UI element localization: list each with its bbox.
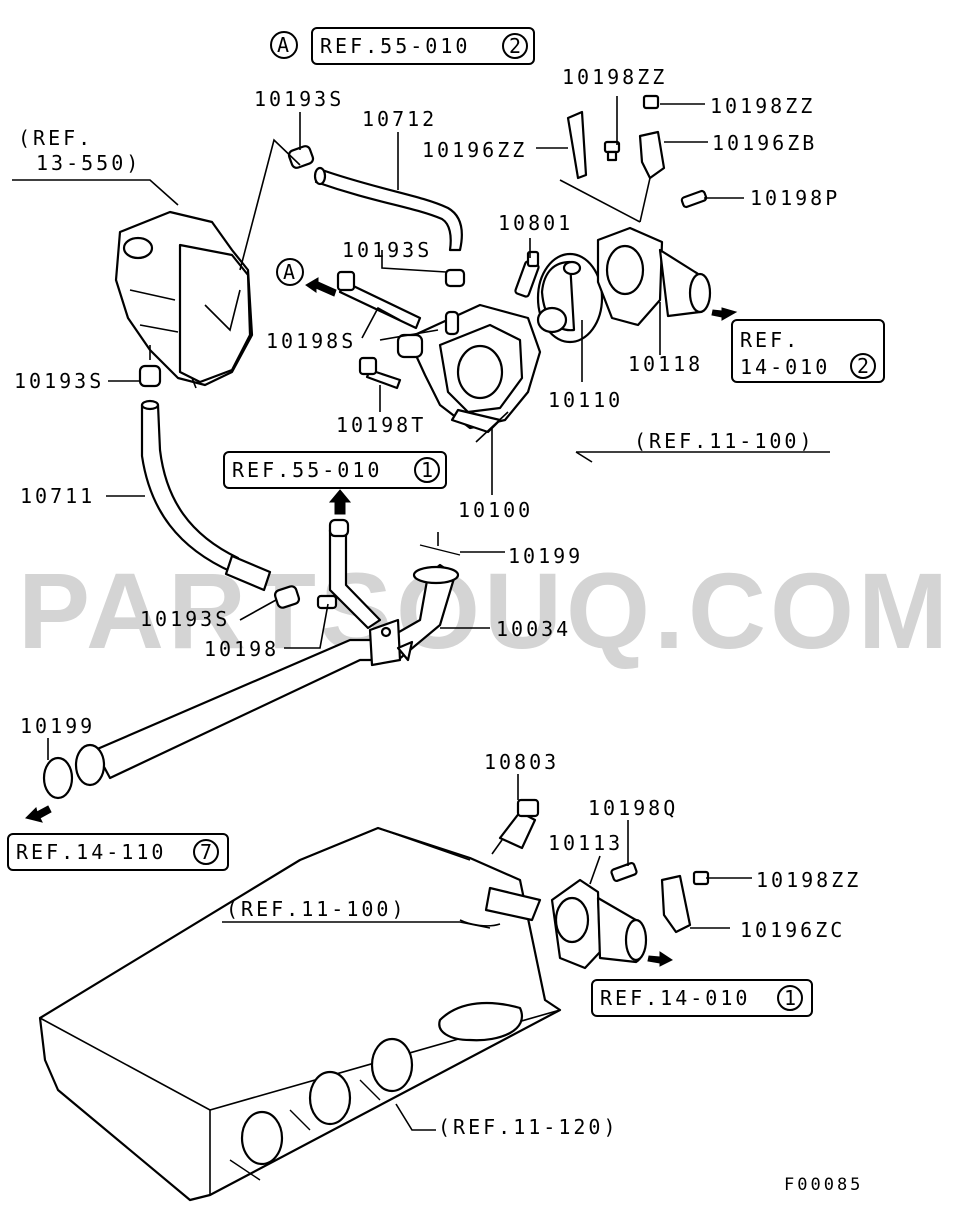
ref-box-55-010-2: REF.55-010 2: [311, 27, 535, 65]
gasket-10199-lower: [42, 756, 74, 800]
label-10198: 10198: [204, 637, 279, 661]
label-10198S: 10198S: [266, 329, 356, 353]
sensor-10801: [514, 250, 540, 298]
bracket-10196ZC: [660, 874, 692, 934]
label-10198ZZ-a: 10198ZZ: [562, 65, 667, 89]
label-10196ZZ: 10196ZZ: [422, 138, 527, 162]
label-10118: 10118: [628, 352, 703, 376]
bolt-10198S: [336, 270, 422, 330]
label-10711: 10711: [20, 484, 95, 508]
marker-a-circle-top: [270, 31, 298, 59]
air-intake-housing: [114, 210, 254, 389]
marker-a-mid: A: [283, 260, 298, 284]
bolt-10198T: [358, 356, 402, 390]
arrow-up-ref55-010-1: [328, 489, 352, 515]
arrow-left-ref14-110-7: [25, 805, 52, 823]
bolt-10198Q: [610, 862, 638, 882]
label-10113: 10113: [548, 831, 623, 855]
svg-text:REF.55-010: REF.55-010: [320, 34, 470, 58]
water-pipe-10034: [74, 518, 460, 787]
svg-text:REF.55-010: REF.55-010: [232, 458, 382, 482]
svg-text:REF.14-110: REF.14-110: [16, 840, 166, 864]
bracket-10196ZZ: [566, 110, 588, 180]
cylinder-head: [38, 826, 562, 1202]
label-10034: 10034: [496, 617, 571, 641]
svg-text:2: 2: [509, 34, 524, 58]
water-outlet-10118: [596, 226, 712, 327]
label-10193S-left: 10193S: [14, 369, 104, 393]
bolt-10198ZZ-lower: [692, 870, 710, 886]
ref-box-55-010-1: REF.55-010 1: [223, 451, 447, 489]
label-10193S-top: 10193S: [254, 87, 344, 111]
svg-text:7: 7: [200, 840, 215, 864]
arrow-right-ref14-010-1: [647, 951, 673, 967]
label-10199-upper: 10199: [508, 544, 583, 568]
leader-lines: [12, 96, 830, 1131]
label-10110: 10110: [548, 388, 623, 412]
svg-text:REF.: REF.: [740, 328, 800, 352]
bolt-10198P: [680, 189, 708, 209]
ref-box-14-010-2: REF. 14-010 2: [731, 319, 885, 383]
gasket-10199-upper: [419, 544, 461, 556]
bolt-10198ZZ-upper-right: [642, 94, 660, 110]
ref-13-550-line1: (REF.: [18, 126, 93, 150]
label-10196ZC: 10196ZC: [740, 918, 845, 942]
ref-box-14-110-7: REF.14-110 7: [7, 833, 229, 871]
ref-11-100-upper: (REF.11-100): [634, 429, 815, 453]
svg-text:1: 1: [421, 458, 436, 482]
label-10198Q: 10198Q: [588, 796, 678, 820]
label-10198ZZ-b: 10198ZZ: [710, 94, 815, 118]
label-10196ZB: 10196ZB: [712, 131, 817, 155]
bolt-10198ZZ-upper-left: [603, 140, 621, 162]
svg-text:2: 2: [857, 354, 872, 378]
sensor-10803: [491, 798, 540, 855]
ref-box-14-010-1: REF.14-010 1: [591, 979, 813, 1017]
water-outlet-10113: [550, 878, 648, 970]
thermostat-housing-10100: [396, 303, 542, 434]
ref-11-120: (REF.11-120): [438, 1115, 619, 1139]
label-10193S-mid: 10193S: [342, 238, 432, 262]
label-10100: 10100: [458, 498, 533, 522]
part-number-labels: 10193S 10712 10198ZZ 10198ZZ 10196ZZ 101…: [14, 65, 861, 942]
svg-text:14-010: 14-010: [740, 355, 830, 379]
ref-11-100-lower: (REF.11-100): [226, 897, 407, 921]
ref-13-550-line2: 13-550): [36, 151, 141, 175]
label-10198ZZ-lower: 10198ZZ: [756, 868, 861, 892]
bracket-10196ZB: [638, 130, 666, 180]
arrow-right-ref14-010-2: [711, 307, 738, 321]
marker-a-top: A: [277, 33, 292, 57]
direction-arrows: [25, 277, 738, 967]
arrow-to-marker-a: [305, 277, 337, 297]
thermostat-10110: [536, 252, 604, 344]
label-10199-lower: 10199: [20, 714, 95, 738]
marker-a-circle-mid: [276, 258, 304, 286]
figure-code: F00085: [784, 1175, 863, 1195]
label-10801: 10801: [498, 211, 573, 235]
label-10198T: 10198T: [336, 413, 426, 437]
hose-10712: [287, 145, 466, 288]
hose-10711: [138, 364, 301, 609]
watermark: PARTSOUQ.COM: [18, 550, 952, 671]
svg-text:1: 1: [784, 986, 799, 1010]
label-10193S-lower: 10193S: [140, 607, 230, 631]
label-10712: 10712: [362, 107, 437, 131]
label-10803: 10803: [484, 750, 559, 774]
label-10198P: 10198P: [750, 186, 840, 210]
svg-text:REF.14-010: REF.14-010: [600, 986, 750, 1010]
